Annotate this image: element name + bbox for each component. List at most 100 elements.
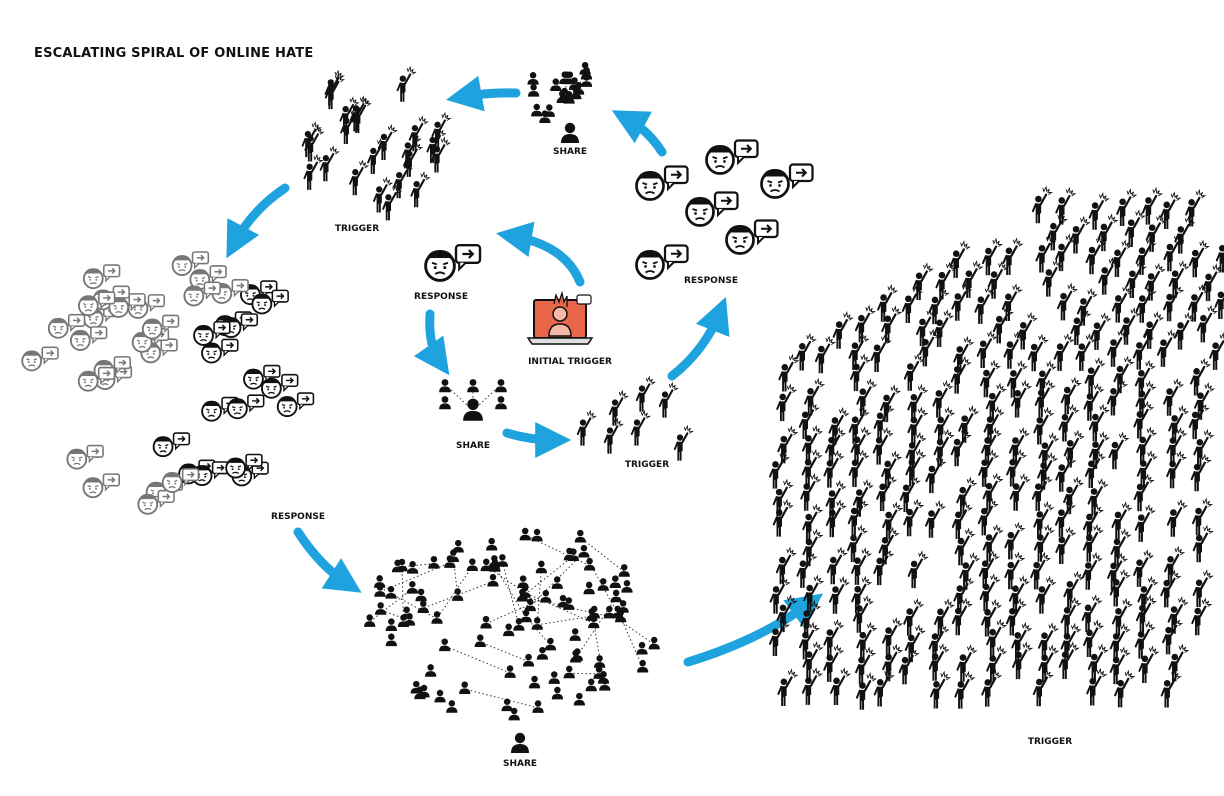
trigger-group-top (301, 65, 452, 221)
raised-fist-icon (1088, 191, 1110, 230)
person-icon (527, 72, 539, 85)
raised-fist-icon (1168, 260, 1190, 298)
raised-fist-icon (776, 383, 798, 422)
raised-fist-icon (986, 618, 1008, 657)
raised-fist-icon (855, 671, 878, 710)
raised-fist-icon (1163, 377, 1185, 416)
raised-fist-icon (1125, 260, 1148, 298)
person-icon (452, 588, 464, 601)
raised-fist-icon (1009, 472, 1031, 511)
person-icon (568, 77, 581, 90)
person-icon (439, 638, 451, 652)
angry-face-icon (201, 338, 239, 364)
person-icon (495, 379, 507, 393)
raised-fist-icon (907, 383, 929, 422)
angry-face-icon (141, 314, 180, 340)
raised-fist-icon (851, 547, 873, 585)
speech-arrow-icon (97, 366, 116, 385)
raised-fist-icon (825, 426, 847, 465)
raised-fist-icon (1083, 619, 1105, 658)
raised-fist-icon (802, 503, 824, 542)
raised-fist-icon (635, 375, 656, 412)
raised-fist-icon (1188, 401, 1210, 440)
person-icon (535, 560, 547, 574)
raised-fist-icon (1214, 291, 1224, 319)
raised-fist-icon (802, 640, 824, 679)
person-icon (495, 396, 507, 410)
raised-fist-icon (907, 406, 929, 445)
raised-fist-icon (1011, 379, 1033, 418)
raised-fist-icon (1060, 596, 1082, 635)
raised-fist-icon (1166, 498, 1189, 537)
person-icon (556, 90, 568, 104)
speech-arrow-icon (211, 461, 230, 480)
person-icon (434, 689, 446, 703)
raised-fist-icon (1192, 569, 1214, 608)
raised-fist-icon (1055, 453, 1077, 492)
raised-fist-icon (981, 598, 1003, 637)
person-icon (375, 602, 387, 615)
raised-fist-icon (1134, 359, 1156, 398)
label-response-right: RESPONSE (684, 276, 738, 286)
raised-fist-icon (304, 125, 325, 162)
raised-fist-icon (1055, 186, 1077, 225)
raised-fist-icon (1006, 359, 1029, 398)
person-icon (406, 581, 418, 594)
speech-arrow-icon (753, 219, 779, 246)
speech-arrow-icon (157, 489, 175, 509)
raised-fist-icon (1069, 215, 1091, 254)
raised-fist-icon (982, 472, 1004, 511)
person-icon (401, 606, 413, 620)
raised-fist-icon (928, 642, 950, 681)
raised-fist-icon (775, 546, 797, 585)
raised-fist-icon (905, 448, 927, 487)
person-icon (648, 636, 660, 650)
person-icon (550, 78, 562, 92)
speech-arrow-icon (231, 279, 249, 298)
raised-fist-icon (1097, 213, 1119, 252)
raised-fist-icon (1027, 333, 1049, 372)
person-icon (504, 665, 516, 678)
person-icon (609, 575, 621, 588)
label-trigger-top: TRIGGER (334, 224, 380, 234)
raised-fist-icon (1084, 450, 1106, 488)
person-icon (583, 557, 596, 571)
speech-arrow-icon (161, 314, 180, 333)
person-icon (583, 581, 595, 595)
raised-fist-icon (1166, 426, 1188, 465)
raised-fist-icon (932, 379, 954, 418)
angry-face-icon (226, 394, 265, 420)
speech-arrow-icon (296, 392, 315, 411)
raised-fist-icon (992, 305, 1014, 344)
speech-arrow-icon (788, 163, 814, 190)
raised-fist-icon (1006, 448, 1028, 487)
raised-fist-icon (303, 153, 324, 190)
raised-fist-icon (1120, 306, 1142, 345)
raised-fist-icon (1113, 355, 1135, 394)
angry-face-icon (152, 432, 191, 458)
person-icon (508, 707, 520, 721)
raised-fist-icon (408, 115, 429, 152)
person-icon (573, 692, 585, 706)
raised-fist-icon (1109, 622, 1131, 661)
raised-fist-icon (903, 597, 925, 636)
raised-fist-icon (901, 285, 924, 323)
raised-fist-icon (985, 382, 1007, 421)
raised-fist-icon (1005, 597, 1028, 636)
raised-fist-icon (1124, 209, 1146, 247)
raised-fist-icon (1164, 545, 1186, 584)
raised-fist-icon (1032, 668, 1054, 707)
raised-fist-icon (1202, 263, 1224, 302)
angry-face-icon (635, 244, 689, 280)
raised-fist-icon (823, 644, 845, 682)
person-icon (603, 605, 615, 619)
raised-fist-icon (430, 136, 451, 173)
raised-fist-icon (1174, 311, 1196, 350)
person-icon (551, 576, 563, 589)
raised-fist-icon (830, 667, 852, 706)
speech-arrow-icon (240, 313, 259, 332)
person-icon (585, 678, 597, 692)
raised-fist-icon (872, 426, 894, 465)
person-icon (531, 103, 543, 117)
